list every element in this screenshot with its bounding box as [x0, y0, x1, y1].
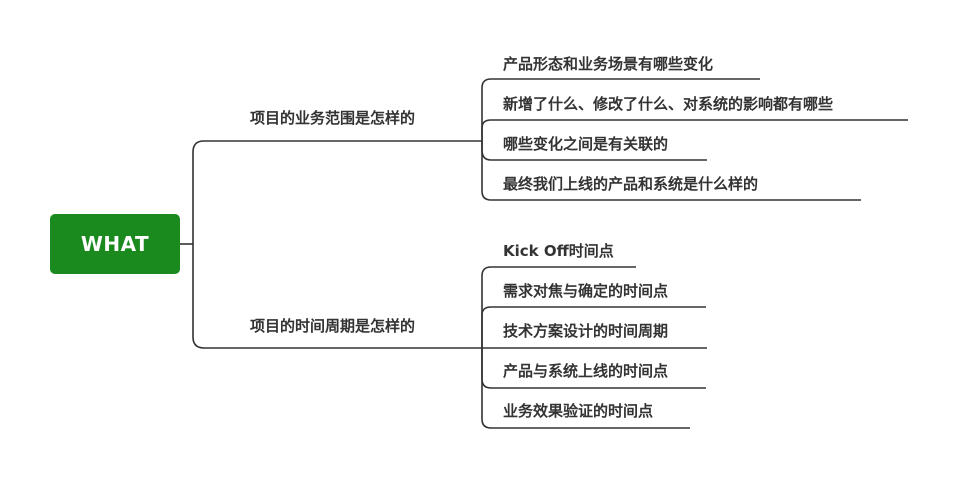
- root-node[interactable]: WHAT: [50, 214, 180, 274]
- leaf-node[interactable]: 最终我们上线的产品和系统是什么样的: [503, 175, 759, 193]
- leaf-node[interactable]: 业务效果验证的时间点: [503, 402, 654, 420]
- leaf-node[interactable]: Kick Off时间点: [503, 242, 614, 260]
- leaf-2-1-connector: [481, 266, 636, 348]
- leaf-2-5-connector: [481, 348, 690, 429]
- branch-node-timeline[interactable]: 项目的时间周期是怎样的: [250, 317, 416, 335]
- leaf-node[interactable]: 新增了什么、修改了什么、对系统的影响都有哪些: [503, 95, 834, 113]
- branch-1-connector: [192, 140, 482, 244]
- leaf-2-2-connector: [481, 306, 706, 348]
- leaf-1-1-connector: [481, 78, 760, 141]
- leaf-1-2-connector: [481, 119, 908, 141]
- branch-2-connector: [192, 244, 482, 349]
- leaf-node[interactable]: 技术方案设计的时间周期: [503, 322, 669, 340]
- branch-node-scope[interactable]: 项目的业务范围是怎样的: [250, 109, 416, 127]
- leaf-node[interactable]: 产品形态和业务场景有哪些变化: [503, 55, 714, 73]
- leaf-node[interactable]: 哪些变化之间是有关联的: [503, 135, 669, 153]
- leaf-1-4-connector: [481, 141, 861, 201]
- leaf-node[interactable]: 产品与系统上线的时间点: [503, 362, 669, 380]
- leaf-node[interactable]: 需求对焦与确定的时间点: [503, 282, 669, 300]
